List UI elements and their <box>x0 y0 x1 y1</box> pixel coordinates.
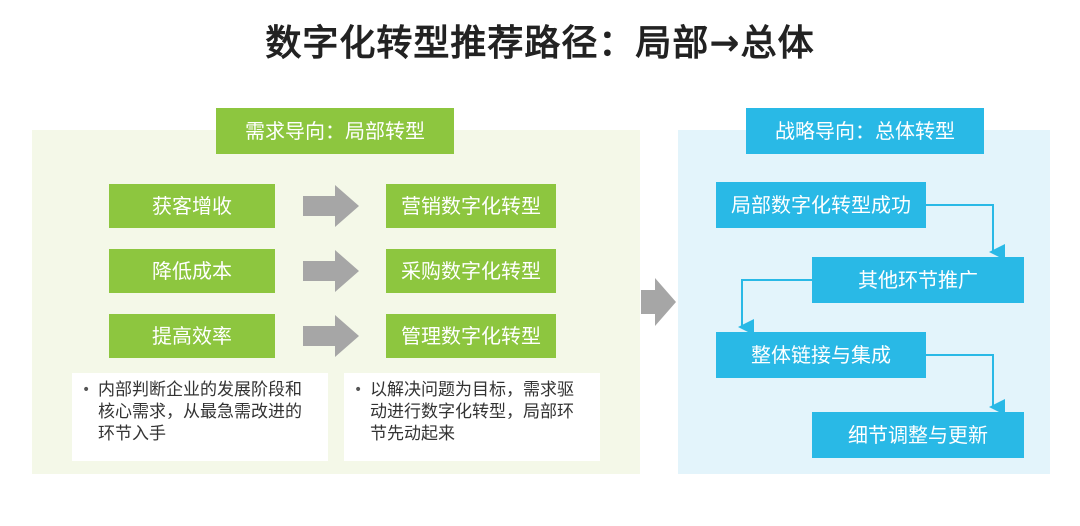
driver-box: 提高效率 <box>109 314 275 358</box>
right-arrow-icon <box>303 185 359 227</box>
note-card: • 内部判断企业的发展阶段和核心需求，从最急需改进的环节入手 <box>72 373 328 461</box>
transformation-box: 采购数字化转型 <box>386 249 556 293</box>
note-card: • 以解决问题为目标，需求驱动进行数字化转型，局部环节先动起来 <box>344 373 600 461</box>
bullet: • <box>354 382 363 398</box>
right-arrow-icon <box>303 250 359 292</box>
connector-line <box>926 354 1005 415</box>
demand-oriented-header: 需求导向：局部转型 <box>216 108 454 154</box>
transformation-box: 管理数字化转型 <box>386 314 556 358</box>
note-text: 以解决问题为目标，需求驱动进行数字化转型，局部环节先动起来 <box>370 380 574 444</box>
note-text: 内部判断企业的发展阶段和核心需求，从最急需改进的环节入手 <box>98 380 302 444</box>
transformation-box: 营销数字化转型 <box>386 184 556 228</box>
driver-box: 降低成本 <box>109 249 275 293</box>
strategy-oriented-header: 战略导向：总体转型 <box>746 108 984 154</box>
flow-step-box: 细节调整与更新 <box>812 412 1024 458</box>
page-title: 数字化转型推荐路径：局部→总体 <box>265 23 815 64</box>
driver-box: 获客增收 <box>109 184 275 228</box>
bullet: • <box>82 382 91 398</box>
right-arrow-icon <box>303 315 359 357</box>
panel-transition-arrow-icon <box>641 278 676 326</box>
connector-line <box>926 204 1005 260</box>
flow-step-box: 其他环节推广 <box>812 257 1024 303</box>
flow-step-box: 整体链接与集成 <box>716 332 926 378</box>
connector-line <box>738 279 812 335</box>
flow-step-box: 局部数字化转型成功 <box>716 182 926 228</box>
